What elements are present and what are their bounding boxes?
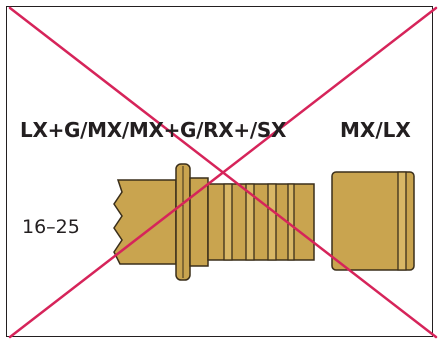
fitting-body bbox=[113, 179, 177, 265]
frame-border bbox=[6, 6, 433, 337]
size-range-label: 16–25 bbox=[22, 216, 80, 238]
cross-line-2 bbox=[8, 6, 438, 339]
fitting-models-label: LX+G/MX/MX+G/RX+/SX bbox=[20, 118, 287, 142]
brass-press-fitting-icon bbox=[113, 163, 315, 281]
sleeve-models-label: MX/LX bbox=[340, 118, 411, 142]
sleeve-band bbox=[397, 171, 407, 271]
not-applicable-cross-icon bbox=[8, 6, 438, 339]
brass-sleeve-icon bbox=[331, 171, 415, 271]
sleeve-body bbox=[331, 171, 415, 271]
